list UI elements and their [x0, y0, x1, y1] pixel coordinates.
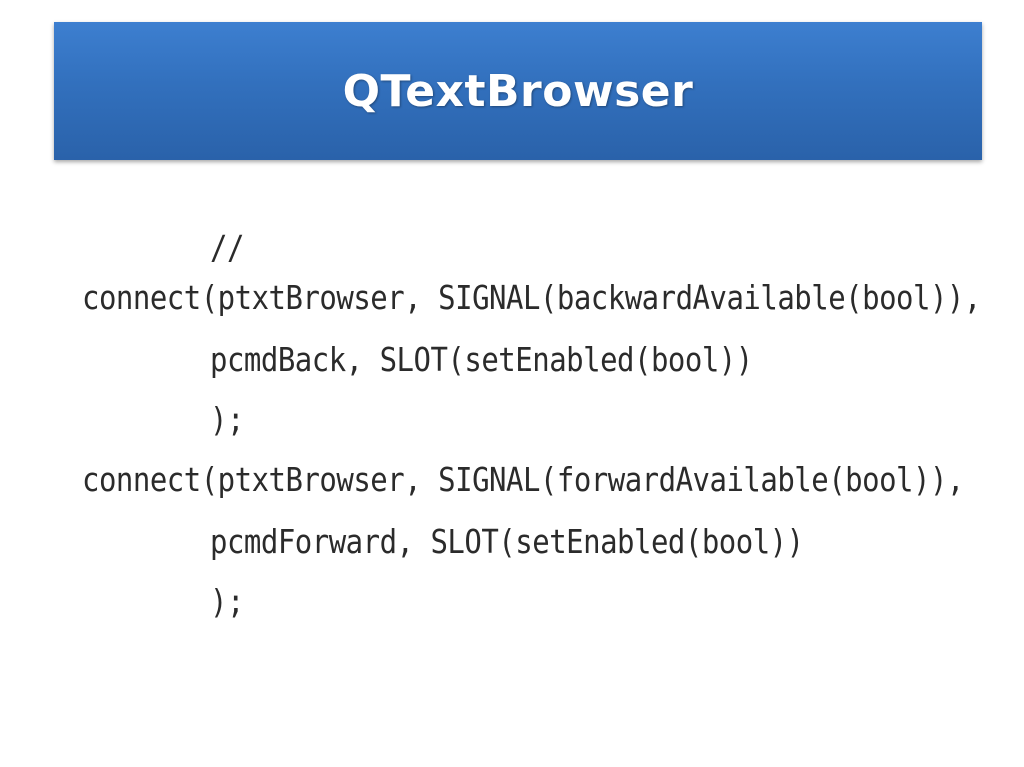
code-line: pcmdBack, SLOT(setEnabled(bool))	[210, 340, 753, 380]
code-line: );	[210, 400, 244, 440]
code-line: //	[210, 228, 244, 268]
code-snippet: // connect(ptxtBrowser, SIGNAL(backwardA…	[82, 220, 982, 640]
code-line: connect(ptxtBrowser, SIGNAL(backwardAvai…	[82, 278, 981, 318]
slide-title: QTextBrowser	[342, 65, 694, 117]
code-line: pcmdForward, SLOT(setEnabled(bool))	[210, 522, 804, 562]
title-banner: QTextBrowser	[54, 22, 982, 160]
code-line: );	[210, 582, 244, 622]
code-line: connect(ptxtBrowser, SIGNAL(forwardAvail…	[82, 460, 964, 500]
